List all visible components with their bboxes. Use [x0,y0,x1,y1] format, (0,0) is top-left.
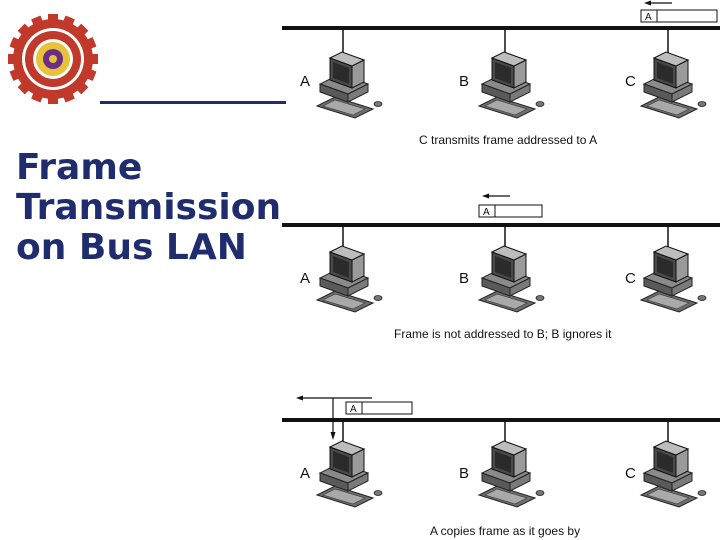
frame-address-label: A [645,12,652,23]
station-label: C [625,465,636,482]
frame-address-label: A [483,207,490,218]
computer-workstation-icon [641,52,706,118]
computer-workstation-icon [641,441,706,507]
computer-workstation-icon [479,246,544,312]
station-label: C [625,270,636,287]
station-label: A [300,465,310,482]
computer-workstation-icon [641,246,706,312]
panel-3: A A B C A copies frame as it goes by [282,396,720,539]
station-label: A [300,270,310,287]
panel-caption: Frame is not addressed to B; B ignores i… [394,327,612,341]
arrow-left-icon [482,194,489,199]
panel-2: A A B C Frame is not addressed to B; B i… [282,194,720,342]
computer-workstation-icon [317,246,382,312]
panel-caption: C transmits frame addressed to A [419,133,597,147]
computer-workstation-icon [479,441,544,507]
station-label: B [459,270,469,287]
arrow-left-icon [644,1,651,6]
computer-workstation-icon [317,52,382,118]
station-label: C [625,73,636,90]
computer-workstation-icon [479,52,544,118]
panel-caption: A copies frame as it goes by [430,524,580,538]
station-label: A [300,73,310,90]
station-label: B [459,73,469,90]
arrow-left-icon [296,396,303,401]
station-label: B [459,465,469,482]
computer-workstation-icon [317,441,382,507]
frame-box [641,10,717,22]
frame-address-label: A [350,404,357,415]
panel-1: A A B C C transmits frame addressed to A [282,1,720,148]
arrow-down-icon [331,432,336,440]
